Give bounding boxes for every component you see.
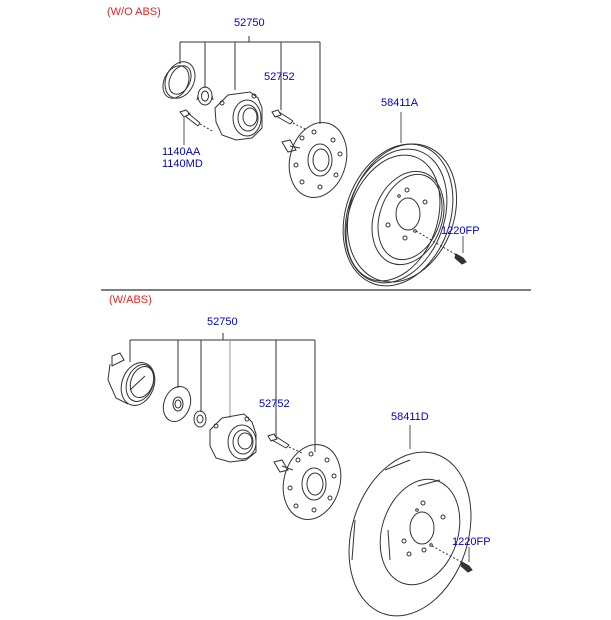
abs-nut-drawing: [193, 410, 207, 428]
part-number-hub-bolt[interactable]: 52752: [264, 71, 295, 83]
brake-drum-drawing: [342, 112, 459, 287]
nut-drawing: [196, 86, 214, 106]
hub-bolt-drawing: [271, 109, 306, 130]
section-title-without-abs: (W/O ABS): [107, 6, 161, 18]
disc-screw-drawing: [460, 547, 473, 573]
abs-sensor-ring-drawing: [107, 352, 156, 406]
bearing-housing-drawing: [214, 91, 263, 141]
oil-seal-drawing: [162, 61, 196, 99]
bottom-bracket-52750: [129, 333, 316, 452]
part-number-drum-screw[interactable]: 1220FP: [441, 225, 480, 237]
part-number-mount-bolt-1[interactable]: 1140AA: [162, 146, 201, 158]
top-bracket-52750: [179, 36, 321, 124]
abs-bearing-housing-drawing: [209, 413, 257, 463]
part-number-mount-bolt-2[interactable]: 1140MD: [162, 158, 203, 170]
part-number-brake-drum[interactable]: 58411A: [381, 97, 419, 109]
abs-hub-bolt-drawing: [267, 433, 303, 454]
brake-disc-drawing: [348, 425, 472, 617]
part-number-brake-disc[interactable]: 58411D: [391, 411, 429, 423]
drum-screw-drawing: [454, 236, 467, 265]
section-title-with-abs: (W/ABS): [109, 294, 152, 306]
part-number-abs-hub-assembly[interactable]: 52750: [207, 316, 238, 328]
part-number-abs-hub-bolt[interactable]: 52752: [259, 398, 290, 410]
part-number-hub-assembly[interactable]: 52750: [234, 17, 265, 29]
abs-hub-flange-drawing: [273, 444, 342, 520]
tone-wheel-drawing: [162, 386, 192, 422]
mount-bolt-drawing: [179, 109, 215, 145]
part-number-disc-screw[interactable]: 1220FP: [452, 536, 491, 548]
hub-flange-drawing: [281, 122, 348, 198]
